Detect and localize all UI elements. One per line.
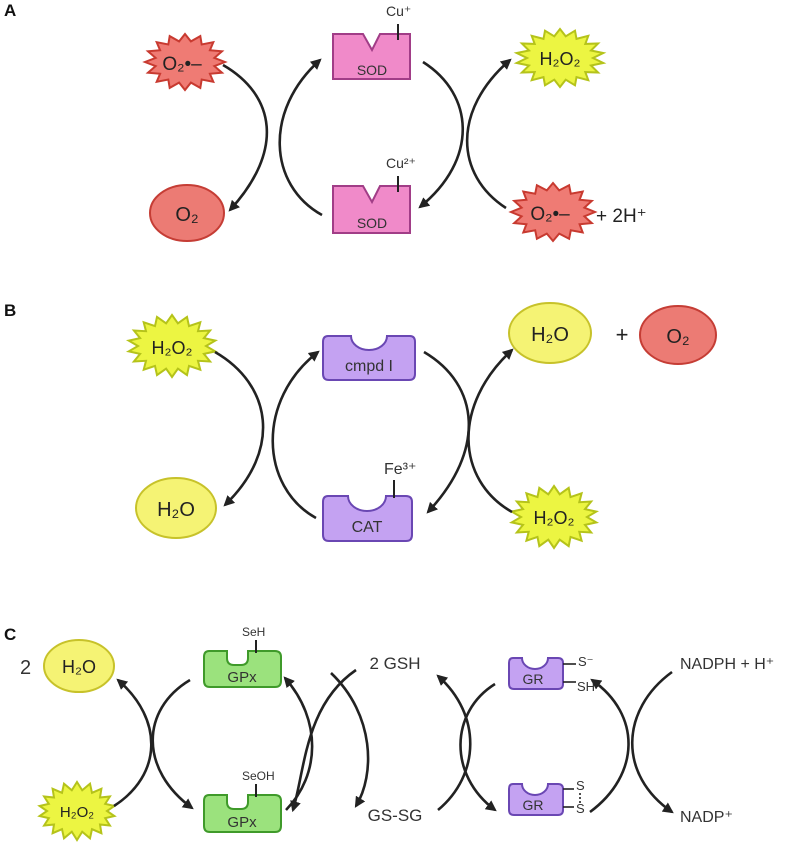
cofactor-s-bottom: S: [576, 801, 585, 816]
panel-label-a: A: [4, 1, 16, 20]
panel-a: O₂•– O₂ Cu⁺ SOD Cu²⁺ SOD H₂O₂: [142, 3, 647, 243]
cofactor-cu-2plus: Cu²⁺: [386, 155, 416, 171]
panel-b: H₂O₂ H₂O cmpd I Fe³⁺ CAT H₂O + O₂: [125, 302, 717, 550]
nadp-label: NADP⁺: [680, 809, 733, 826]
sod-shape: [332, 33, 411, 80]
products-top-right: H₂O + O₂: [508, 302, 717, 365]
water-top-left: 2 H₂O: [20, 639, 115, 693]
peroxide-burst: [508, 484, 600, 550]
glutathione-reduced-label: 2 GSH: [369, 654, 420, 673]
arrow-sod-reduction: [278, 58, 323, 217]
cofactor-s-top: S: [576, 778, 585, 793]
cofactor-s-minus: S⁻: [578, 654, 594, 669]
arrow-peroxide-to-water: [214, 350, 265, 507]
compound-i-shape: [322, 335, 416, 381]
gr-enzyme-bottom: S S GR: [508, 778, 585, 816]
catalase-label: CAT: [352, 519, 383, 536]
arrow-superoxide-to-oxygen: [222, 63, 269, 212]
oxygen-label: O₂: [666, 326, 689, 348]
peroxide-bottom-left: H₂O₂: [37, 780, 117, 842]
superoxide-burst: [142, 32, 228, 92]
compound-i-enzyme: cmpd I: [322, 335, 416, 381]
arrow-cat-to-cmpd: [271, 350, 320, 520]
panel-c: 2 H₂O H₂O₂ SeH GPx SeOH GPx 2 GSH GS-SG: [20, 625, 774, 842]
water-label: H₂O: [157, 499, 195, 521]
peroxide-label: H₂O₂: [540, 49, 581, 69]
gr-enzyme-top: S⁻ SH GR: [508, 654, 595, 694]
compound-i-label: cmpd I: [345, 358, 393, 375]
arrow-cmpd-to-cat: [423, 350, 471, 514]
superoxide-bottom-right: O₂•– + 2H⁺: [508, 181, 647, 243]
two-protons-label: + 2H⁺: [596, 206, 647, 227]
water-ellipse: [508, 302, 592, 364]
gpx-enzyme-top: SeH GPx: [203, 625, 282, 688]
peroxide-bottom-right: H₂O₂: [508, 484, 600, 550]
gpx-shape: [203, 650, 282, 688]
catalase-shape: [322, 495, 413, 542]
arrow-superoxide-to-peroxide: [465, 58, 512, 210]
catalase-enzyme: Fe³⁺ CAT: [322, 461, 416, 542]
oxygen-label: O₂: [175, 204, 198, 226]
arrow-gssg-to-gsh: [436, 674, 472, 811]
peroxide-burst: [513, 27, 607, 89]
sod-label: SOD: [357, 62, 387, 78]
superoxide-label: O₂•–: [162, 54, 202, 75]
peroxide-burst: [125, 313, 219, 379]
panel-label-b: B: [4, 301, 16, 320]
oxygen-ellipse: [639, 305, 717, 365]
water-coefficient: 2: [20, 657, 31, 679]
oxygen-bottom-left: O₂: [149, 184, 225, 242]
arrow-gpx-seoh-to-seh: [283, 676, 314, 811]
water-label: H₂O: [62, 657, 96, 677]
gpx-label: GPx: [227, 669, 257, 686]
sod-shape: [332, 185, 411, 234]
cofactor-seoh: SeOH: [242, 769, 275, 783]
gpx-enzyme-bottom: SeOH GPx: [203, 769, 282, 833]
arrow-gpx-to-gssg: [330, 672, 370, 808]
gr-shape: [508, 657, 564, 690]
arrow-gr-to-gr-oxidized: [459, 682, 497, 812]
cofactor-cu-plus: Cu⁺: [386, 3, 411, 19]
superoxide-label: O₂•–: [530, 204, 570, 225]
gr-label: GR: [523, 671, 544, 687]
sod-enzyme-top: Cu⁺ SOD: [332, 3, 411, 80]
gr-label: GR: [523, 797, 544, 813]
plus-sign: +: [616, 322, 629, 347]
glutathione-oxidized-label: GS-SG: [368, 806, 423, 825]
arrow-nadph-to-nadp: [630, 670, 674, 814]
water-ellipse: [135, 477, 217, 539]
peroxide-label: H₂O₂: [534, 508, 575, 528]
water-label: H₂O: [531, 324, 569, 346]
superoxide-burst: [508, 181, 598, 243]
sod-label: SOD: [357, 215, 387, 231]
water-ellipse: [43, 639, 115, 693]
peroxide-label: H₂O₂: [152, 338, 193, 358]
arrow-gpx-seh-to-seoh: [151, 678, 194, 810]
peroxide-top-left: H₂O₂: [125, 313, 219, 379]
superoxide-top: O₂•–: [142, 32, 228, 92]
arrow-sod-to-cu2plus: [418, 60, 464, 209]
sod-enzyme-bottom: Cu²⁺ SOD: [332, 155, 416, 234]
panel-label-c: C: [4, 625, 16, 644]
gpx-label: GPx: [227, 814, 257, 831]
peroxide-burst: [37, 780, 117, 842]
peroxide-top-right: H₂O₂: [513, 27, 607, 89]
water-bottom-left: H₂O: [135, 477, 217, 539]
cofactor-fe-3plus: Fe³⁺: [384, 461, 416, 478]
peroxide-label: H₂O₂: [60, 804, 94, 821]
cofactor-seh: SeH: [242, 625, 265, 639]
gr-shape: [508, 783, 564, 816]
arrow-gr-oxidized-to-reduced: [589, 678, 630, 814]
nadph-label: NADPH + H⁺: [680, 656, 774, 673]
arrow-peroxide-to-water: [113, 678, 153, 808]
arrow-peroxide-to-water-oxygen: [467, 348, 514, 514]
gpx-shape: [203, 794, 282, 833]
oxygen-ellipse: [149, 184, 225, 242]
